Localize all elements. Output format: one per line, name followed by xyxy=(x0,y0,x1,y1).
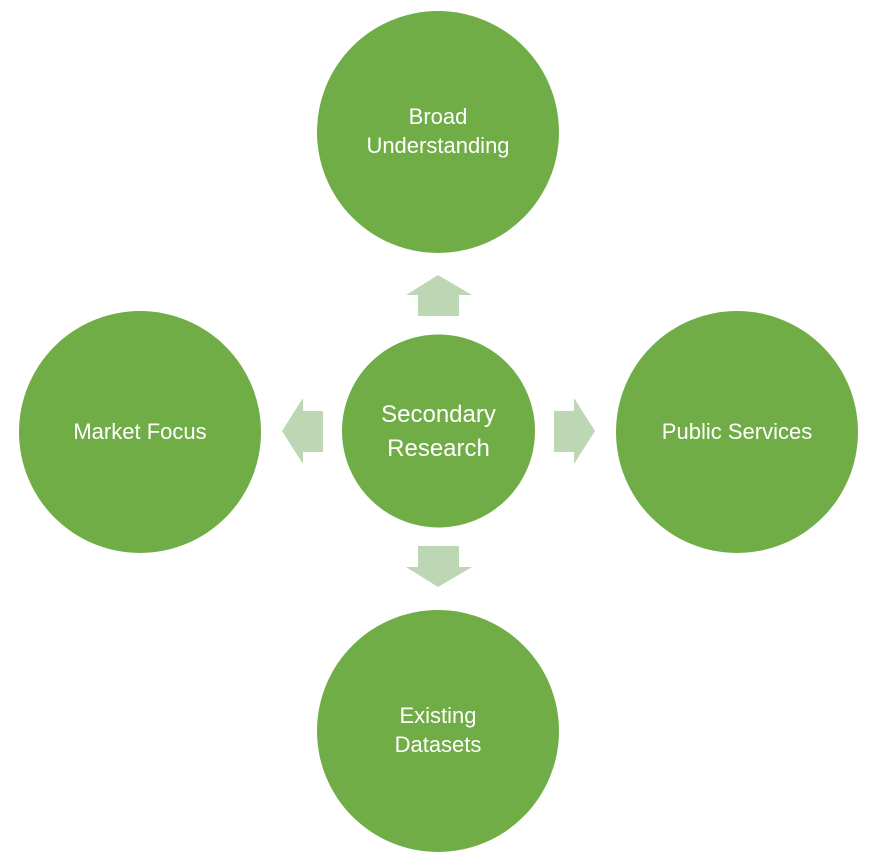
arrow-left-icon xyxy=(282,398,323,464)
node-top-line-2: Understanding xyxy=(366,133,509,158)
arrow-down-icon xyxy=(406,546,472,587)
node-right-label: Public Services xyxy=(662,419,812,444)
node-left: Market Focus xyxy=(19,311,261,553)
node-top: Broad Understanding xyxy=(317,11,559,253)
node-center: Secondary Research xyxy=(342,334,535,528)
node-top-line-1: Broad xyxy=(409,104,468,129)
node-bottom: Existing Datasets xyxy=(317,610,559,852)
node-bottom-line-2: Datasets xyxy=(395,732,482,757)
node-center-line-1: Secondary xyxy=(381,401,496,428)
node-bottom-line-1: Existing xyxy=(399,703,476,728)
arrow-right-icon xyxy=(554,398,595,464)
arrow-up-icon xyxy=(406,275,472,316)
node-right: Public Services xyxy=(616,311,858,553)
node-center-line-2: Research xyxy=(387,435,490,462)
node-left-label: Market Focus xyxy=(73,419,206,444)
